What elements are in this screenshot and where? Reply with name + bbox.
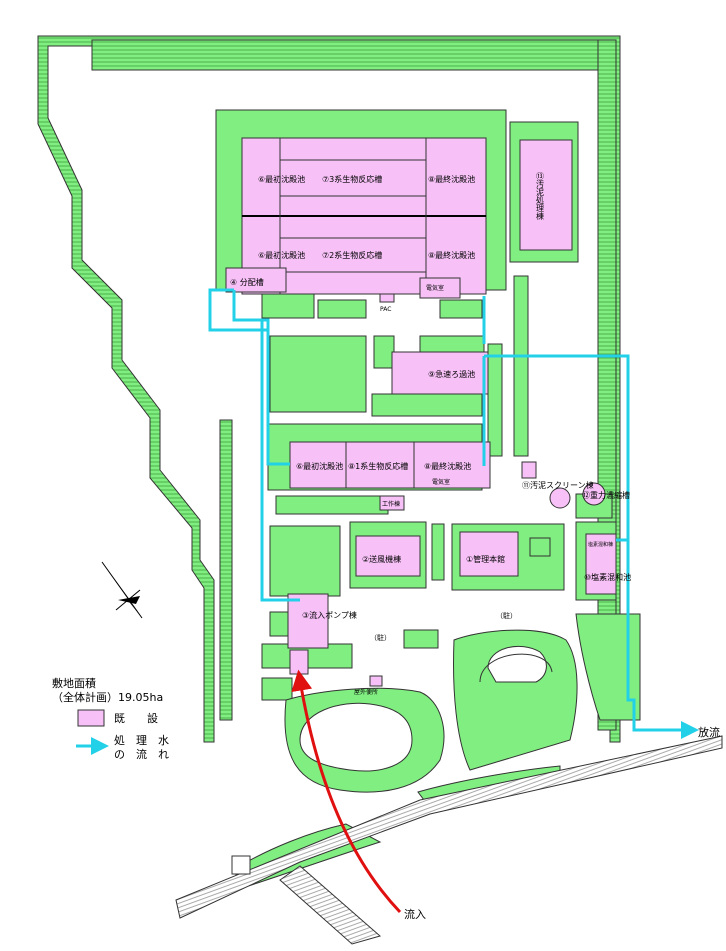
label-gravity-thickener: ⑫重力濃縮槽	[582, 490, 630, 500]
gravity-thickener-tanks	[549, 482, 606, 509]
label-parking-2: （駐）	[496, 611, 517, 620]
label-primary-clarifier-1: ⑥最初沈殿池	[296, 461, 343, 471]
label-primary-clarifier-3: ⑥最初沈殿池	[258, 174, 305, 184]
label-distribution-tank: ④ 分配槽	[230, 277, 264, 287]
access-roads	[175, 735, 723, 945]
label-primary-clarifier-2: ⑥最初沈殿池	[258, 250, 305, 260]
legend: 敷地面積 （全体計画）19.05ha 既 設 処 理 水 の 流 れ	[52, 676, 169, 761]
label-chlorine-contact-tank: ⑩塩素混和池	[584, 572, 631, 582]
label-bioreactor-1: ⑧1系生物反応槽	[348, 461, 408, 471]
legend-site-area-title: 敷地面積	[52, 676, 96, 690]
legend-flow-line1: 処 理 水	[114, 734, 169, 747]
existing-facilities	[225, 137, 617, 687]
label-sludge-treatment: ⑬汚泥処理棟	[536, 172, 545, 221]
label-parking-1: （駐）	[370, 633, 391, 642]
facility-labels: ⑥最初沈殿池 ⑦3系生物反応槽 ⑧最終沈殿池 ⑥最初沈殿池 ⑦2系生物反応槽 ⑧…	[230, 172, 631, 696]
label-rapid-filter: ⑨急速ろ過池	[428, 369, 475, 379]
label-chlorine-mixing-building: 塩素混和棟	[588, 541, 613, 548]
garden-paths	[299, 645, 553, 772]
label-final-clarifier-3: ⑧最終沈殿池	[428, 174, 475, 184]
inflow-line	[291, 669, 402, 914]
outflow-label: 放流	[698, 725, 720, 739]
label-final-clarifier-2: ⑧最終沈殿池	[428, 250, 475, 260]
label-pac: PAC	[380, 306, 391, 313]
label-final-clarifier-1: ⑧最終沈殿池	[424, 461, 471, 471]
legend-existing-swatch	[77, 709, 105, 727]
legend-existing-label: 既 設	[114, 711, 158, 725]
legend-flow-line2: の 流 れ	[114, 747, 169, 761]
label-influent-pump: ③流入ポンプ棟	[302, 610, 357, 620]
label-sludge-screen: ⑪汚泥スクリーン棟	[522, 480, 594, 490]
label-electrical-room-2: 電気室	[432, 478, 450, 486]
label-workshop: 工作棟	[382, 500, 400, 508]
label-bioreactor-3: ⑦3系生物反応槽	[322, 174, 382, 184]
treated-water-flow	[208, 288, 699, 739]
legend-site-area-value: （全体計画）19.05ha	[52, 690, 163, 704]
inflow-label: 流入	[404, 907, 426, 921]
label-bioreactor-2: ⑦2系生物反応槽	[322, 250, 382, 260]
north-arrow-icon	[101, 561, 143, 619]
label-blower-building: ②送風機棟	[362, 554, 401, 564]
label-electrical-room: 電気室	[426, 284, 444, 292]
label-outdoor-toilet: 屋外便所	[354, 688, 378, 696]
label-admin-building: ①管理本館	[466, 554, 505, 564]
